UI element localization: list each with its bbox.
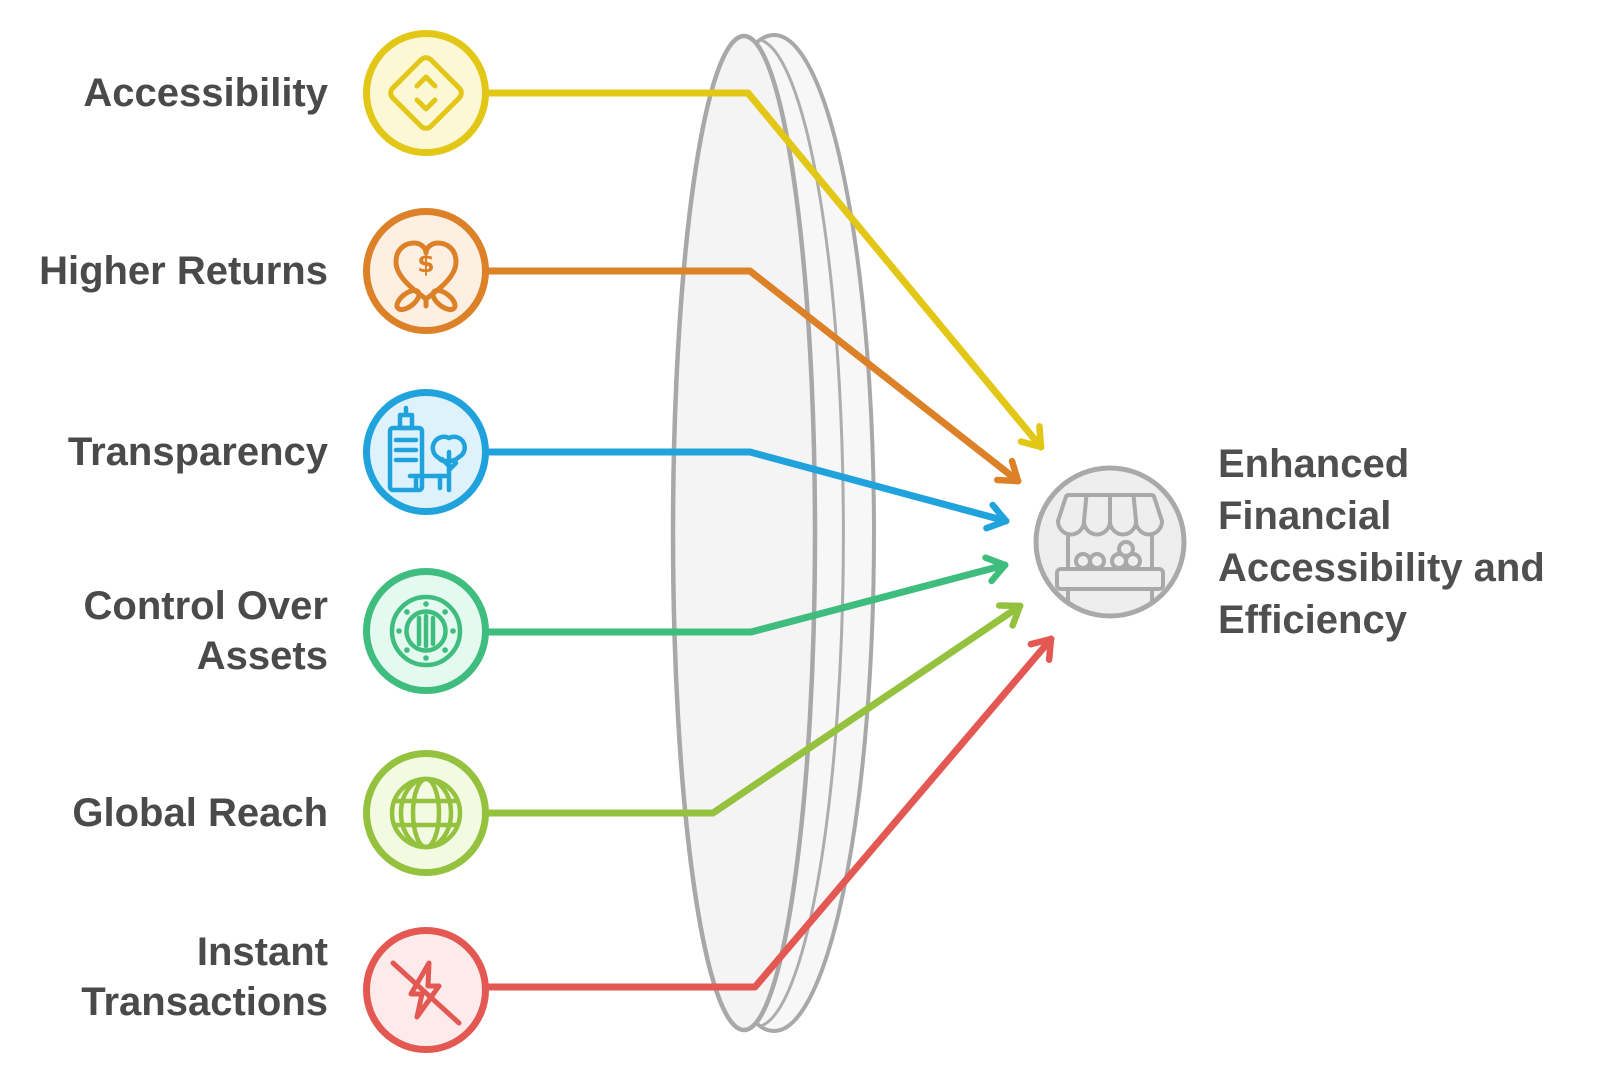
instant-transactions-icon [363,927,489,1053]
input-label-transparency: Transparency [67,430,328,474]
input-label-global-reach: Global Reach [72,791,328,835]
flow-line-global-reach [466,602,1024,817]
flow-lines [466,89,1055,991]
control-over-assets-icon [363,568,489,694]
flow-line-accessibility [466,89,1045,451]
output-circle [1033,465,1187,619]
svg-text:$: $ [417,249,434,278]
porthole-vault-icon [389,594,463,668]
flow-line-higher-returns [466,267,1022,485]
output-label: Enhanced Financial Accessibility and Eff… [1218,442,1545,642]
flow-line-instant-transactions [466,635,1055,991]
globe-icon [389,776,463,850]
higher-returns-icon: $ [363,208,489,334]
global-reach-icon [363,750,489,876]
input-label-accessibility: Accessibility [83,71,328,115]
flash-off-icon [390,960,462,1026]
market-stall-icon [1055,493,1165,603]
transparency-icon [363,389,489,515]
input-label-control-over-assets: Control Over Assets [83,584,328,678]
input-label-higher-returns: Higher Returns [39,249,328,293]
input-label-instant-transactions: Instant Transactions [81,930,328,1024]
flow-line-control-over-assets [466,554,1009,636]
sort-diamond-icon [388,55,464,131]
accessibility-icon [363,30,489,156]
lens-shape [670,33,876,1033]
building-tree-icon [387,405,467,493]
money-growth-heart-icon: $ [393,240,459,313]
flow-line-transparency [466,448,1010,532]
